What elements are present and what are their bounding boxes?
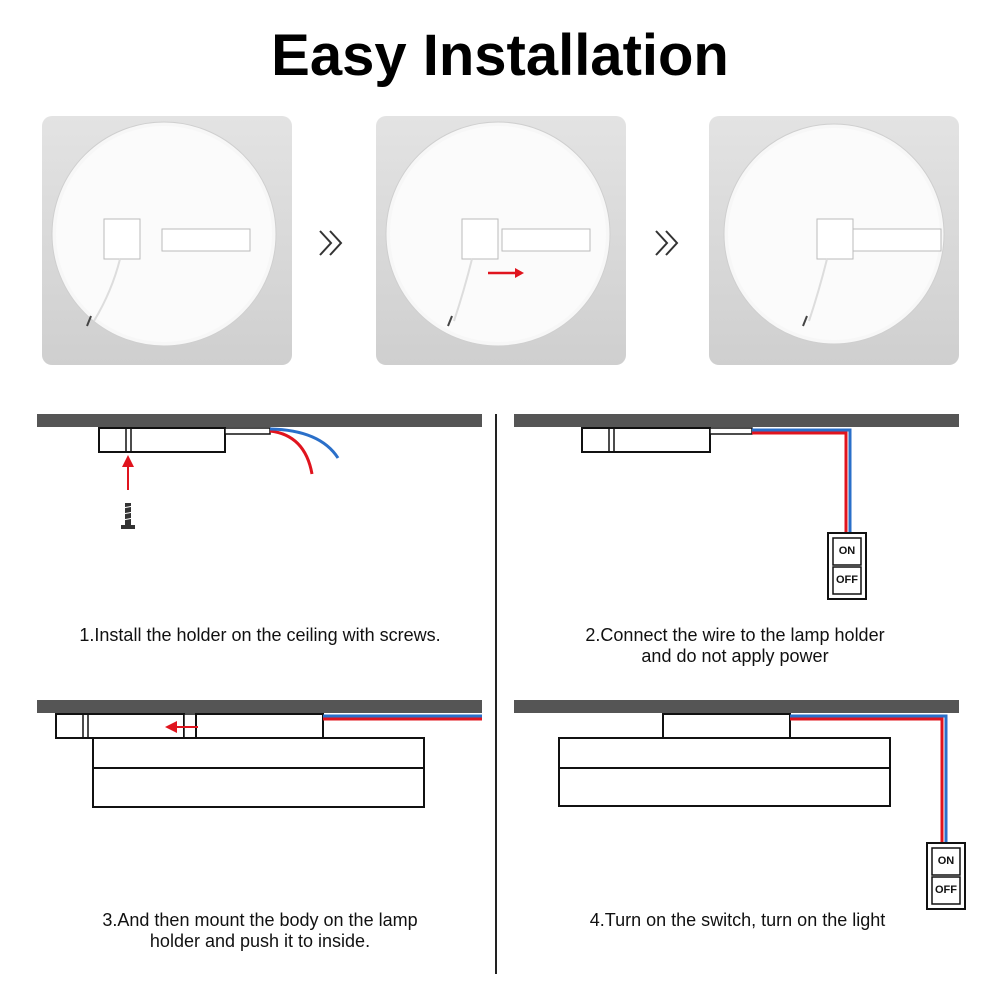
lamp-body <box>558 737 891 807</box>
caption-line: and do not apply power <box>641 646 829 666</box>
wire-blue <box>790 714 948 843</box>
lamp-top-bracket <box>195 713 324 739</box>
power-switch <box>926 842 966 910</box>
arrow-left-icon <box>165 721 177 733</box>
ceiling-bar <box>514 414 959 427</box>
wire-red <box>752 431 848 535</box>
chevron-right-icon <box>319 230 343 256</box>
switch-on-label: ON <box>937 855 955 867</box>
ceiling-bar <box>37 700 482 713</box>
photo-step-holder-attached <box>42 116 292 365</box>
wire-red <box>790 717 944 843</box>
arrow-up-icon <box>122 455 134 467</box>
step-2-caption: 2.Connect the wire to the lamp holder an… <box>500 625 970 667</box>
lamp-holder <box>581 427 711 453</box>
step-4-caption: 4.Turn on the switch, turn on the light <box>500 910 975 931</box>
wire-red <box>269 429 314 475</box>
ceiling-bar <box>514 700 959 713</box>
lamp-holder <box>98 427 226 453</box>
vertical-divider <box>495 414 497 974</box>
caption-line: holder and push it to inside. <box>149 931 371 951</box>
switch-off-label: OFF <box>935 884 957 896</box>
photo-step-holder-slide <box>376 116 626 365</box>
power-switch <box>827 532 867 600</box>
lamp-holder <box>55 713 185 739</box>
caption-line: 2.Connect the wire to the lamp holder <box>585 625 885 645</box>
step-3-caption: 3.And then mount the body on the lamp ho… <box>20 910 500 952</box>
page-title: Easy Installation <box>271 23 729 88</box>
caption-line: 1.Install the holder on the ceiling with… <box>79 625 441 645</box>
step-1-caption: 1.Install the holder on the ceiling with… <box>20 625 500 646</box>
caption-line: 3.And then mount the body on the lamp <box>102 910 418 930</box>
switch-off-label: OFF <box>836 574 858 586</box>
screw-icon <box>121 503 135 529</box>
wire-blue <box>269 427 340 459</box>
ceiling-bar <box>37 414 482 427</box>
chevron-right-icon <box>655 230 679 256</box>
lamp-top-bracket <box>662 713 791 739</box>
wire-blue <box>752 428 852 535</box>
photo-step-holder-inserted <box>709 116 959 365</box>
caption-line: 4.Turn on the switch, turn on the light <box>589 910 886 930</box>
switch-on-label: ON <box>838 545 856 557</box>
lamp-body <box>92 737 425 808</box>
